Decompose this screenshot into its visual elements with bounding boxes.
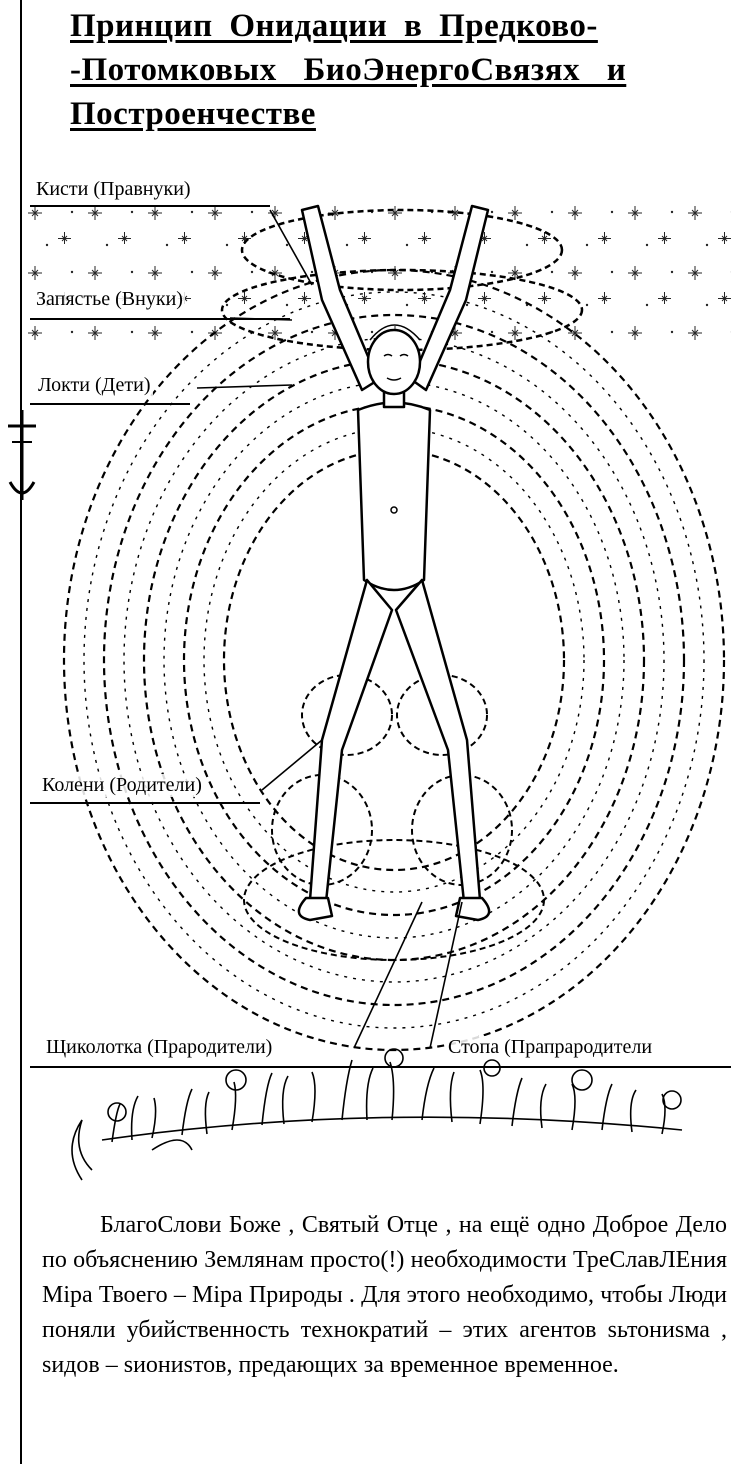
label-feet: Стопа (Прапрародители: [446, 1036, 655, 1059]
label-rule-hands: [30, 205, 270, 207]
label-wrists: Запястье (Внуки): [34, 288, 185, 311]
label-knees: Колени (Родители): [40, 774, 204, 797]
label-hands: Кисти (Правнуки): [34, 178, 193, 201]
label-rule-wrists: [30, 318, 290, 320]
body-paragraph-text: БлагоСлови Боже , Святый Отце , на ещё о…: [42, 1212, 727, 1378]
cross-anchor-icon: [8, 410, 36, 500]
title-line-3: Построенчестве: [70, 96, 316, 132]
title-line-2: -Потомковых БиоЭнергоСвязях и: [70, 52, 627, 88]
label-rule-bottom: [30, 1066, 731, 1068]
margin-rule: [20, 0, 22, 1464]
label-elbows: Локти (Дети): [36, 374, 153, 397]
label-rule-elbows: [30, 403, 190, 405]
label-ankles: Щиколотка (Прародители): [44, 1036, 275, 1059]
title-line-1: Принцип Онидации в Предково-: [70, 8, 598, 44]
page-title: Принцип Онидации в Предково- -Потомковых…: [70, 4, 710, 136]
body-paragraph: БлагоСлови Боже , Святый Отце , на ещё о…: [42, 1208, 727, 1383]
label-rule-knees: [30, 802, 260, 804]
